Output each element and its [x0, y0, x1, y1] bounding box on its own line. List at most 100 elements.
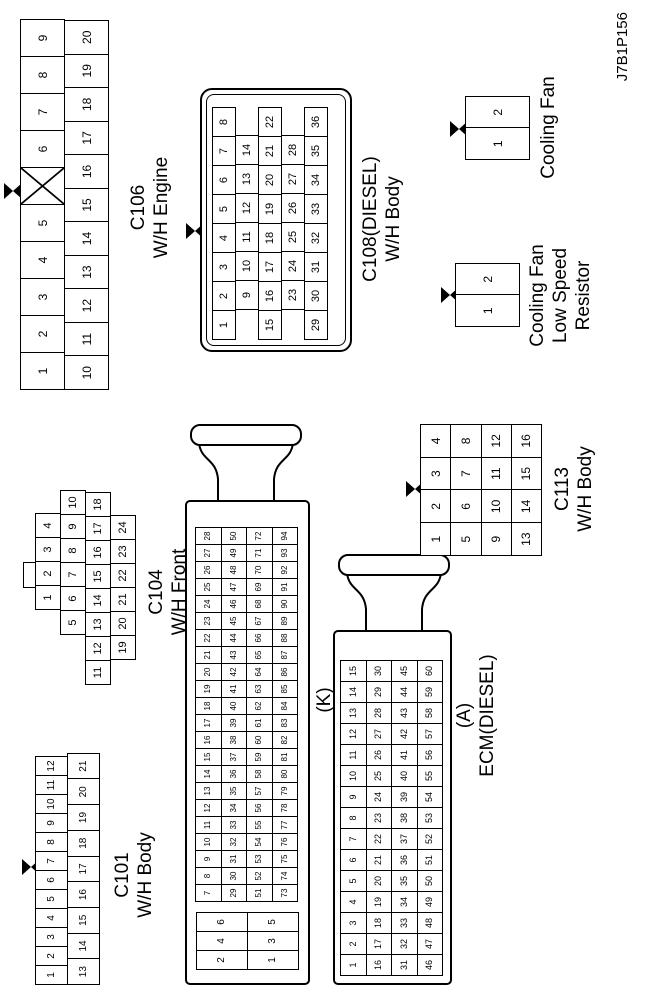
c106-pin-8: 8 — [20, 56, 65, 94]
cf_resistor-pin-2: 2 — [455, 263, 520, 296]
ecm_a_main-pin-14: 14 — [340, 681, 367, 703]
c106-label-line1: C106 — [128, 184, 149, 231]
ecm_k_main-pin-82: 82 — [271, 731, 298, 749]
ecm_k_main-pin-70: 70 — [246, 561, 273, 579]
c106-pin-11: 11 — [64, 321, 109, 357]
ecm_a_main-pin-35: 35 — [391, 870, 418, 892]
ecm_k_main-pin-10: 10 — [195, 833, 222, 851]
ecm_k_main-pin-47: 47 — [220, 578, 247, 596]
ecm_k_main-pin-37: 37 — [220, 748, 247, 766]
ecm_k_main-pin-45: 45 — [220, 612, 247, 630]
c106-pin-12: 12 — [64, 288, 109, 323]
c113-pin-7: 7 — [450, 456, 482, 491]
c113-pin-5: 5 — [450, 522, 482, 556]
c106-pin-15: 15 — [64, 187, 109, 223]
c104-pin-12: 12 — [85, 636, 111, 661]
ecm_k_main-pin-57: 57 — [246, 782, 273, 800]
ecm_k_main-pin-69: 69 — [246, 578, 273, 596]
ecm_a_main-pin-46: 46 — [416, 954, 443, 976]
ecm_k_main-pin-73: 73 — [271, 884, 298, 902]
c108-pin-8: 8 — [212, 107, 236, 137]
ecm_a_main-pin-51: 51 — [416, 849, 443, 871]
c101-pin-2: 2 — [35, 946, 68, 966]
ecm_k_main-pin-80: 80 — [271, 765, 298, 783]
ecm_a_main-pin-42: 42 — [391, 723, 418, 745]
c101-pin-8: 8 — [35, 832, 68, 852]
cf-resistor-lock-icon — [441, 287, 459, 303]
ecm_k_main-pin-18: 18 — [195, 697, 222, 715]
c113-label-line1: C113 — [552, 467, 573, 512]
c106-pin-4: 4 — [20, 241, 65, 279]
ecm_k_main-pin-88: 88 — [271, 629, 298, 647]
ecm_a_main-pin-54: 54 — [416, 786, 443, 808]
c101-pin-12: 12 — [35, 756, 68, 776]
c104-label-line1: C104 — [146, 569, 167, 615]
ecm-label-text: ECM(DIESEL) — [476, 654, 498, 777]
c108-pin-5: 5 — [212, 194, 236, 224]
ecm_a_main-pin-24: 24 — [365, 786, 392, 808]
c108-pin-11: 11 — [235, 222, 259, 252]
ecm_a_main-pin-6: 6 — [340, 849, 367, 871]
ecm_a_main-pin-5: 5 — [340, 870, 367, 892]
ecm_a_main-pin-26: 26 — [365, 744, 392, 766]
ecm_k_main-pin-71: 71 — [246, 544, 273, 562]
c108-label-line2: W/H Body — [382, 176, 404, 262]
ecm_a_main-pin-34: 34 — [391, 891, 418, 913]
c101-pin-21: 21 — [67, 752, 100, 780]
c104-pin-11: 11 — [85, 660, 111, 685]
c108-pin-21: 21 — [258, 136, 282, 166]
c108-pin-15: 15 — [258, 310, 282, 340]
figure-code: J7B1P156 — [614, 12, 631, 82]
c106-pin-20: 20 — [64, 19, 109, 55]
ecm_k_main-pin-78: 78 — [271, 799, 298, 817]
ecm_k_main-pin-11: 11 — [195, 816, 222, 834]
ecm_k_main-pin-39: 39 — [220, 714, 247, 732]
ecm_k_large-pin-1: 1 — [247, 950, 299, 970]
ecm_a_main-pin-9: 9 — [340, 786, 367, 808]
c108-pin-24: 24 — [281, 251, 305, 281]
ecm_k_main-pin-66: 66 — [246, 629, 273, 647]
ecm_k_main-pin-55: 55 — [246, 816, 273, 834]
c108-pin-19: 19 — [258, 194, 282, 224]
c108-pin-4: 4 — [212, 223, 236, 253]
ecm_k_main-pin-59: 59 — [246, 748, 273, 766]
c108-pin-30: 30 — [304, 281, 328, 311]
c106-pin-1: 1 — [20, 352, 65, 390]
ecm_k_main-pin-42: 42 — [220, 663, 247, 681]
c113-pin-9: 9 — [480, 522, 512, 556]
c108-pin-35: 35 — [304, 136, 328, 166]
c108-pin-10: 10 — [235, 251, 259, 281]
ecm_k_main-pin-89: 89 — [271, 612, 298, 630]
ecm_k_main-pin-75: 75 — [271, 850, 298, 868]
ecm_k_main-pin-43: 43 — [220, 646, 247, 664]
c101-pin-18: 18 — [67, 829, 100, 857]
ecm_a_main-pin-22: 22 — [365, 828, 392, 850]
ecm_a_main-pin-15: 15 — [340, 660, 367, 682]
c106-crossed-cell — [20, 167, 65, 205]
c108-label-line1: C108(DIESEL) — [360, 156, 381, 282]
ecm_k_main-pin-65: 65 — [246, 646, 273, 664]
c108-label: C108(DIESEL) W/H Body — [360, 134, 406, 304]
c106-pin-14: 14 — [64, 221, 109, 256]
c108-pin-26: 26 — [281, 193, 305, 223]
cf-resistor-label-line3: Resistor — [572, 260, 594, 331]
c104-pin-6: 6 — [60, 586, 86, 611]
ecm_a_main-pin-3: 3 — [340, 912, 367, 934]
c108-pin-33: 33 — [304, 194, 328, 224]
c104-pin-19: 19 — [110, 635, 136, 660]
ecm_k_main-pin-63: 63 — [246, 680, 273, 698]
ecm_a_main-pin-40: 40 — [391, 765, 418, 787]
ecm_a_main-pin-56: 56 — [416, 744, 443, 766]
ecm_k_main-pin-20: 20 — [195, 663, 222, 681]
ecm_a_main-pin-30: 30 — [365, 660, 392, 682]
ecm_k_main-pin-62: 62 — [246, 697, 273, 715]
c106-pin-2: 2 — [20, 315, 65, 353]
c101-pin-3: 3 — [35, 927, 68, 947]
c106-lock-icon — [4, 183, 22, 199]
c101-pin-10: 10 — [35, 794, 68, 814]
ecm_k_main-pin-44: 44 — [220, 629, 247, 647]
c101-pin-9: 9 — [35, 813, 68, 833]
c108-pin-32: 32 — [304, 223, 328, 253]
ecm-a-harness-boot — [338, 554, 450, 632]
